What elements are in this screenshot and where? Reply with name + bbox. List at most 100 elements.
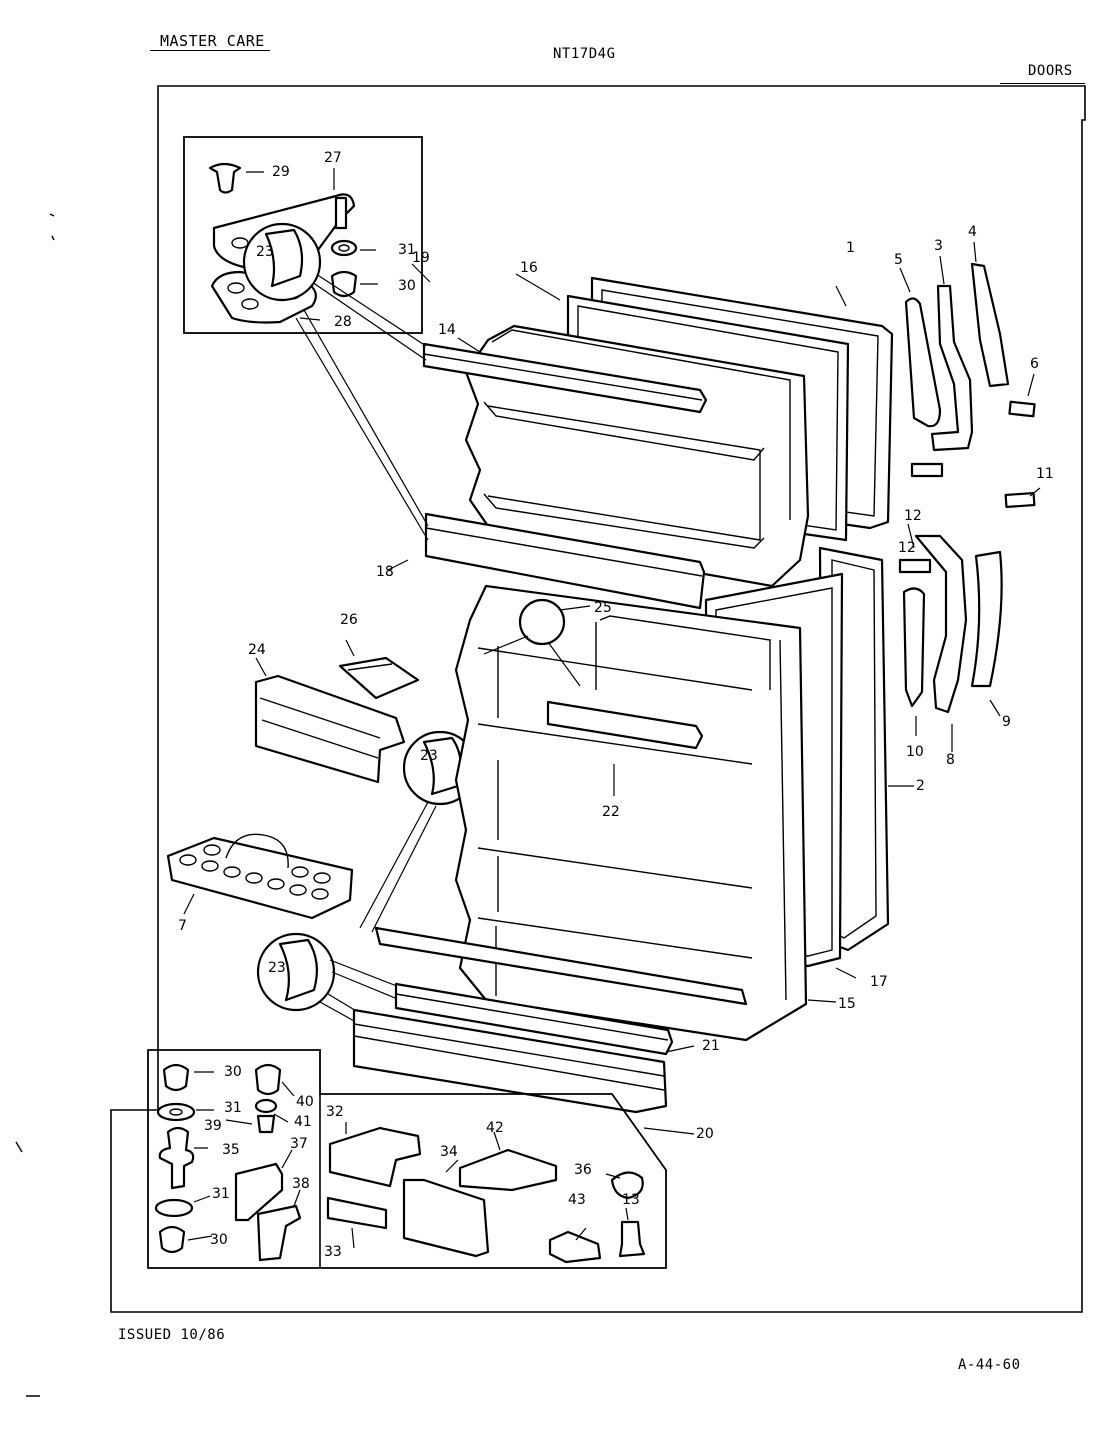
- shim-12-mid: [898, 558, 932, 574]
- callout-11: 11: [1036, 466, 1054, 482]
- cover-4: [970, 262, 1010, 388]
- callout-24: 24: [248, 642, 266, 658]
- callout-12b: 12: [898, 540, 916, 556]
- callout-18: 18: [376, 564, 394, 580]
- model-label: NT17D4G: [553, 46, 616, 62]
- pin-13: [618, 1220, 646, 1258]
- callout-31c: 31: [212, 1186, 230, 1202]
- fresh-rail-20: [352, 1008, 668, 1114]
- callout-41: 41: [294, 1114, 312, 1130]
- callout-23b: 23: [420, 748, 438, 764]
- bracket-32: [328, 1126, 422, 1188]
- hinge-cover-10: [902, 587, 926, 708]
- bushing-30: [330, 270, 358, 298]
- callout-23a: 23: [256, 244, 274, 260]
- freezer-rail-18: [424, 512, 706, 610]
- bushing-30-low: [158, 1225, 186, 1254]
- callout-14: 14: [438, 322, 456, 338]
- hinge-38: [256, 1204, 302, 1262]
- pin-40: [254, 1063, 282, 1096]
- callout-20: 20: [696, 1126, 714, 1142]
- callout-27: 27: [324, 150, 342, 166]
- screw-29: [208, 162, 242, 194]
- hinge-cover-5: [904, 297, 942, 428]
- callout-31a: 31: [398, 242, 416, 258]
- callout-25: 25: [594, 600, 612, 616]
- hinge-37: [234, 1162, 284, 1222]
- header-rule-left: [150, 50, 270, 51]
- fresh-rail-bottom: [374, 926, 748, 1006]
- callout-31b: 31: [224, 1100, 242, 1116]
- brand-label: MASTER CARE: [160, 32, 265, 50]
- callout-2: 2: [916, 778, 925, 794]
- callout-38: 38: [292, 1176, 310, 1192]
- shim-12-top: [910, 462, 944, 478]
- callout-28: 28: [334, 314, 352, 330]
- callout-9: 9: [1002, 714, 1011, 730]
- callout-3: 3: [934, 238, 943, 254]
- lower-hinge-inset: [147, 1049, 667, 1269]
- callout-40: 40: [296, 1094, 314, 1110]
- washer-41: [254, 1098, 278, 1114]
- diagram-frame: [110, 85, 1086, 1313]
- shim-6: [1008, 400, 1036, 418]
- accessory-group: [166, 639, 420, 920]
- callout-5: 5: [894, 252, 903, 268]
- callout-42: 42: [486, 1120, 504, 1136]
- callout-15: 15: [838, 996, 856, 1012]
- callout-6: 6: [1030, 356, 1039, 372]
- callout-30a: 30: [398, 278, 416, 294]
- callout-10: 10: [906, 744, 924, 760]
- detail-25: [518, 598, 566, 646]
- egg-tray-7: [166, 836, 354, 920]
- callout-4: 4: [968, 224, 977, 240]
- callout-7: 7: [178, 918, 187, 934]
- callout-12a: 12: [904, 508, 922, 524]
- callout-34: 34: [440, 1144, 458, 1160]
- cover-9: [970, 550, 1003, 688]
- hinge-3: [930, 284, 974, 452]
- section-label: DOORS: [1028, 63, 1073, 79]
- bin-26: [338, 656, 420, 700]
- hinge-8: [914, 534, 968, 714]
- callout-30c: 30: [210, 1232, 228, 1248]
- bushing-30-top: [162, 1063, 190, 1092]
- callout-29: 29: [272, 164, 290, 180]
- plate-42: [458, 1148, 558, 1192]
- fresh-liner-15: [454, 584, 808, 1042]
- washer-31: [330, 239, 358, 257]
- washer-31-low: [154, 1198, 194, 1218]
- detail-23-top: [242, 222, 322, 302]
- callout-30b: 30: [224, 1064, 242, 1080]
- callout-17: 17: [870, 974, 888, 990]
- plate-33: [326, 1196, 388, 1230]
- fresh-rail-22: [546, 700, 704, 750]
- callout-36: 36: [574, 1162, 592, 1178]
- callout-8: 8: [946, 752, 955, 768]
- issued-label: ISSUED 10/86: [118, 1327, 226, 1343]
- plate-34: [402, 1178, 490, 1258]
- fresh-food-door-assembly: [352, 546, 914, 1135]
- fresh-rail-21: [394, 982, 674, 1056]
- callout-43: 43: [568, 1192, 586, 1208]
- freezer-liner-14: [464, 324, 810, 588]
- screw-39: [256, 1114, 276, 1134]
- detail-23-low: [256, 932, 403, 1023]
- bin-24: [254, 674, 406, 784]
- callout-1: 1: [846, 240, 855, 256]
- callout-37: 37: [290, 1136, 308, 1152]
- callout-26: 26: [340, 612, 358, 628]
- bracket-43: [548, 1230, 602, 1264]
- callout-39: 39: [204, 1118, 222, 1134]
- callout-19: 19: [412, 250, 430, 266]
- callout-16: 16: [520, 260, 538, 276]
- callout-33: 33: [324, 1244, 342, 1260]
- callout-13: 13: [622, 1192, 640, 1208]
- callout-35: 35: [222, 1142, 240, 1158]
- callout-labels: 1 2 3 4 5 6 7 8 9 10 11 12 12 13 14 15 1…: [178, 150, 1054, 1260]
- washer-31-top: [156, 1102, 196, 1122]
- callout-23c: 23: [268, 960, 286, 976]
- shim-11: [1004, 491, 1036, 509]
- callout-21: 21: [702, 1038, 720, 1054]
